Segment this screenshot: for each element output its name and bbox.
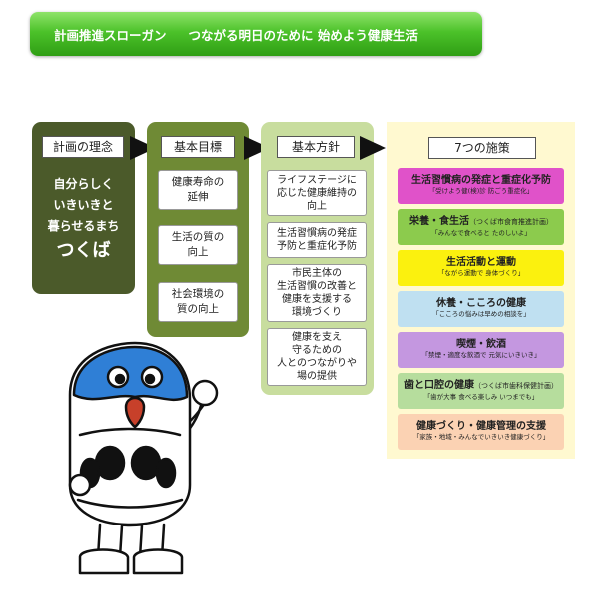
goals-panel: 基本目標 健康寿命の 延伸 生活の質の 向上 社会環境の 質の向上 — [147, 122, 249, 337]
measure-title: 喫煙・飲酒 — [456, 339, 506, 350]
measure-title: 健康づくり・健康管理の支援 — [416, 421, 546, 432]
measure-subtitle: 「受けよう健(検)診 防ごう重症化」 — [428, 187, 534, 195]
measure-title: 生活活動と運動 — [446, 257, 516, 268]
goal-box: 社会環境の 質の向上 — [158, 282, 238, 322]
policy-box: 市民主体の 生活習慣の改善と 健康を支援する 環境づくり — [267, 264, 367, 322]
goal-line: 延伸 — [187, 191, 209, 203]
measure-item: 休養・こころの健康 「こころの悩みは早めの相談を」 — [398, 291, 564, 327]
policy-box: 生活習慣病の発症 予防と重症化予防 — [267, 222, 367, 258]
measure-subtitle: 「こころの悩みは早めの相談を」 — [432, 310, 530, 318]
philosophy-line: いきいきと — [53, 198, 114, 212]
philosophy-line: 暮らせるまち — [47, 219, 120, 233]
measure-title: 歯と口腔の健康 — [404, 380, 474, 391]
goal-line: 質の向上 — [177, 303, 219, 315]
philosophy-line: つくば — [56, 240, 111, 261]
measure-item: 喫煙・飲酒 「禁煙・適度な飲酒で 元気にいきいき」 — [398, 332, 564, 368]
policy-line: 向上 — [307, 200, 327, 212]
measure-note: （つくば市食育推進計画） — [469, 218, 553, 226]
policy-line: 応じた健康維持の — [277, 187, 357, 199]
goal-line: 生活の質の — [171, 231, 225, 243]
slogan-text: つながる明日のために 始めよう健康生活 — [188, 27, 418, 43]
policy-line: 予防と重症化予防 — [277, 241, 357, 252]
policy-line: 健康を支え — [292, 332, 342, 343]
policy-box: 健康を支え 守るための 人とのつながりや 場の提供 — [267, 328, 367, 386]
philosophy-line: 自分らしく — [53, 177, 114, 191]
policy-line: ライフステージに — [277, 174, 357, 186]
policy-line: 市民主体の — [292, 268, 342, 279]
measure-note: （つくば市歯科保健計画） — [474, 382, 558, 390]
measures-heading: 7つの施策 — [428, 137, 536, 159]
measure-item: 生活活動と運動 「ながら運動で 身体づくり」 — [398, 250, 564, 286]
philosophy-heading: 計画の理念 — [42, 136, 124, 158]
measure-item: 健康づくり・健康管理の支援 「家族・地域・みんなでいきいき健康づくり」 — [398, 414, 564, 450]
policy-line: 生活習慣病の発症 — [277, 228, 357, 239]
arrow-right — [360, 136, 386, 160]
measure-item: 生活習慣病の発症と重症化予防 「受けよう健(検)診 防ごう重症化」 — [398, 168, 564, 204]
measure-subtitle: 「家族・地域・みんなでいきいき健康づくり」 — [412, 433, 550, 441]
philosophy-text: 自分らしく いきいきと 暮らせるまち つくば — [32, 174, 135, 265]
goal-line: 社会環境の — [171, 288, 225, 300]
slogan-label: 計画推進スローガン — [54, 27, 167, 43]
measure-subtitle: 「みんなで食べると たのしいよ」 — [431, 229, 531, 237]
policy-line: 守るための — [292, 345, 342, 356]
measure-item: 栄養・食生活（つくば市食育推進計画） 「みんなで食べると たのしいよ」 — [398, 209, 564, 245]
measure-subtitle: 「禁煙・適度な飲酒で 元気にいきいき」 — [421, 351, 541, 359]
slogan-banner: 計画推進スローガン つながる明日のために 始めよう健康生活 — [30, 12, 482, 56]
policy-line: 環境づくり — [292, 307, 342, 318]
measure-subtitle: 「歯が大事 食べる楽しみ いつまでも」 — [423, 393, 539, 401]
measure-title: 栄養・食生活 — [409, 216, 469, 227]
goals-heading: 基本目標 — [161, 136, 235, 158]
measure-title: 生活習慣病の発症と重症化予防 — [411, 175, 551, 186]
policies-heading: 基本方針 — [277, 136, 355, 158]
policy-line: 場の提供 — [297, 371, 337, 382]
policy-box: ライフステージに 応じた健康維持の 向上 — [267, 170, 367, 216]
measure-subtitle: 「ながら運動で 身体づくり」 — [437, 269, 525, 277]
goal-line: 健康寿命の — [171, 176, 225, 188]
mascot-illustration — [68, 341, 219, 575]
goal-line: 向上 — [187, 246, 209, 258]
policy-line: 人とのつながりや — [277, 358, 357, 369]
policy-line: 健康を支援する — [282, 294, 352, 305]
goal-box: 健康寿命の 延伸 — [158, 170, 238, 210]
philosophy-panel: 計画の理念 自分らしく いきいきと 暮らせるまち つくば — [32, 122, 135, 294]
measure-title: 休養・こころの健康 — [436, 298, 526, 309]
measure-item: 歯と口腔の健康（つくば市歯科保健計画） 「歯が大事 食べる楽しみ いつまでも」 — [398, 373, 564, 409]
policy-line: 生活習慣の改善と — [277, 281, 357, 292]
goal-box: 生活の質の 向上 — [158, 225, 238, 265]
policies-panel: 基本方針 ライフステージに 応じた健康維持の 向上 生活習慣病の発症 予防と重症… — [261, 122, 374, 395]
